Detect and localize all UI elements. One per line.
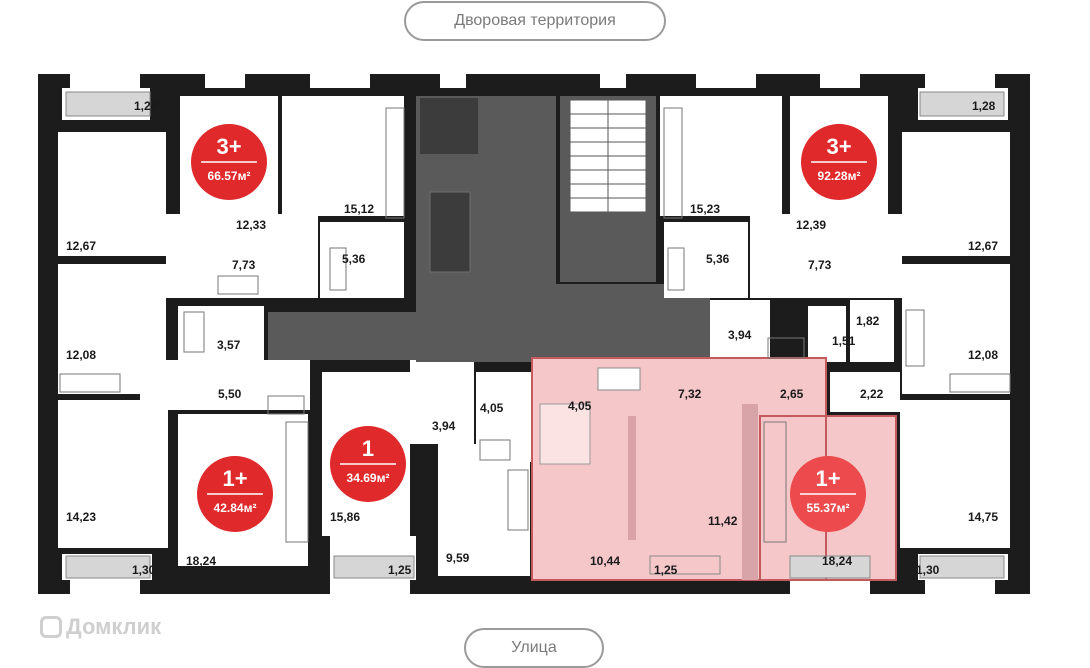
badge-area: 55.37м² [807,501,850,515]
badge-type: 1+ [815,466,840,491]
badge-area: 66.57м² [208,169,251,183]
room-area: 9,59 [446,551,470,565]
room-area: 12,67 [66,239,96,253]
badge-area: 92.28м² [818,169,861,183]
room-area: 14,23 [66,510,96,524]
room-area: 4,05 [568,399,592,413]
balconies [65,91,1005,579]
room-area: 2,22 [860,387,884,401]
room-area: 5,50 [218,387,242,401]
room-area: 1,28 [972,99,996,113]
room-area: 12,39 [796,218,826,232]
room-area: 5,36 [342,252,366,266]
room-area: 1,25 [654,563,678,577]
room-area: 1,30 [132,563,156,577]
logo: Домклик [40,614,161,640]
room-area: 15,12 [344,202,374,216]
room-area: 10,44 [590,554,620,568]
badge-apt-4[interactable]: 1 34.69м² [330,426,406,502]
room-area: 18,24 [186,554,216,568]
room-area: 15,23 [690,202,720,216]
room-area: 4,05 [480,401,504,415]
right-rooms [660,88,1010,580]
room-area: 14,75 [968,510,998,524]
logo-icon [40,616,62,638]
core [268,96,756,362]
room-labels: 1,28 12,33 15,12 12,67 7,73 5,36 12,08 3… [66,99,998,577]
badge-area: 34.69м² [347,471,390,485]
room-area: 12,08 [66,348,96,362]
room-area: 3,94 [728,328,752,342]
badge-type: 3+ [826,134,851,159]
badge-apt-2[interactable]: 3+ 92.28м² [801,124,877,200]
badge-apt-3[interactable]: 1+ 42.84м² [197,456,273,532]
room-area: 1,51 [832,334,856,348]
street-label: Улица [464,628,604,668]
room-area: 7,32 [678,387,702,401]
room-area: 5,36 [706,252,730,266]
room-area: 7,73 [808,258,832,272]
room-area: 3,94 [432,419,456,433]
room-area: 2,65 [780,387,804,401]
room-area: 1,25 [388,563,412,577]
room-area: 1,28 [134,99,158,113]
logo-text: Домклик [66,614,162,639]
badge-apt-1[interactable]: 3+ 66.57м² [191,124,267,200]
badge-type: 1 [362,436,374,461]
room-area: 1,30 [916,563,940,577]
room-area: 7,73 [232,258,256,272]
room-area: 12,67 [968,239,998,253]
fixtures [59,107,1011,543]
room-area: 15,86 [330,510,360,524]
room-area: 12,33 [236,218,266,232]
badge-type: 1+ [222,466,247,491]
room-area: 1,82 [856,314,880,328]
badge-type: 3+ [216,134,241,159]
room-area: 12,08 [968,348,998,362]
room-area: 11,42 [708,514,738,528]
room-area: 18,24 [822,554,852,568]
badge-area: 42.84м² [214,501,257,515]
room-area: 3,57 [217,338,241,352]
badge-apt-5[interactable]: 1+ 55.37м² [790,456,866,532]
courtyard-label: Дворовая территория [404,1,666,41]
